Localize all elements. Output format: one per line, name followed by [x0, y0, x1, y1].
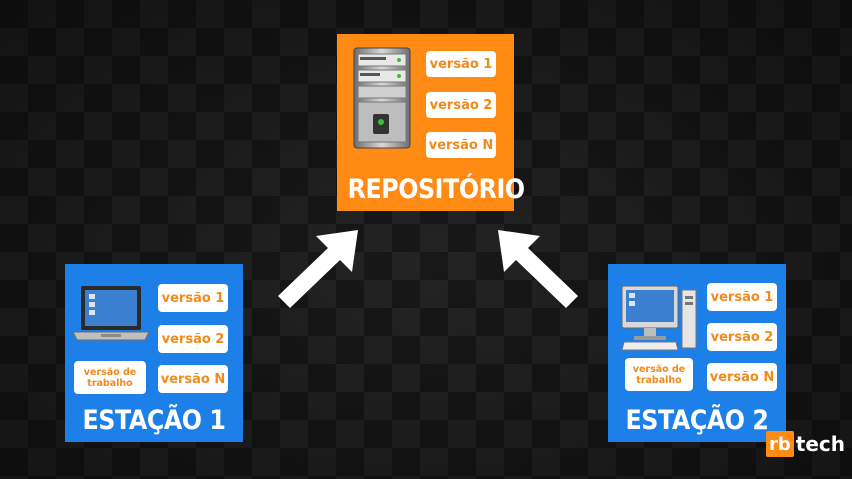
station-1-title: ESTAÇÃO 1: [82, 405, 226, 436]
logo-rb: rb: [766, 431, 794, 457]
station-2-version-1: versão 1: [707, 283, 777, 311]
station-2-version-2: versão 2: [707, 323, 777, 351]
station-2-working-copy: versão de trabalho: [625, 358, 693, 391]
repository-box: versão 1 versão 2 versão N REPOSITÓRIO: [337, 34, 525, 211]
laptop-icon: [72, 286, 150, 341]
repository-version-n: versão N: [426, 132, 496, 158]
desktop-computer-icon: [621, 285, 697, 351]
station-1-version-1: versão 1: [158, 284, 228, 312]
rbtech-logo: rb tech: [766, 431, 845, 457]
station-1-version-2: versão 2: [158, 325, 228, 353]
repository-version-1: versão 1: [426, 51, 496, 77]
arrow-station-1-to-repository: [278, 230, 358, 308]
arrow-station-2-to-repository: [498, 230, 578, 308]
repository-title: REPOSITÓRIO: [347, 174, 525, 205]
station-1-working-copy: versão de trabalho: [74, 361, 146, 394]
station-1-box: versão 1 versão 2 versão de trabalho ver…: [65, 264, 243, 442]
server-icon: [353, 47, 411, 149]
station-2-title: ESTAÇÃO 2: [625, 405, 769, 436]
repository-version-2: versão 2: [426, 92, 496, 118]
station-1-version-n: versão N: [158, 365, 228, 393]
logo-tech: tech: [795, 432, 845, 456]
station-2-box: versão 1 versão 2 versão de trabalho ver…: [608, 264, 786, 442]
station-2-version-n: versão N: [707, 363, 777, 391]
